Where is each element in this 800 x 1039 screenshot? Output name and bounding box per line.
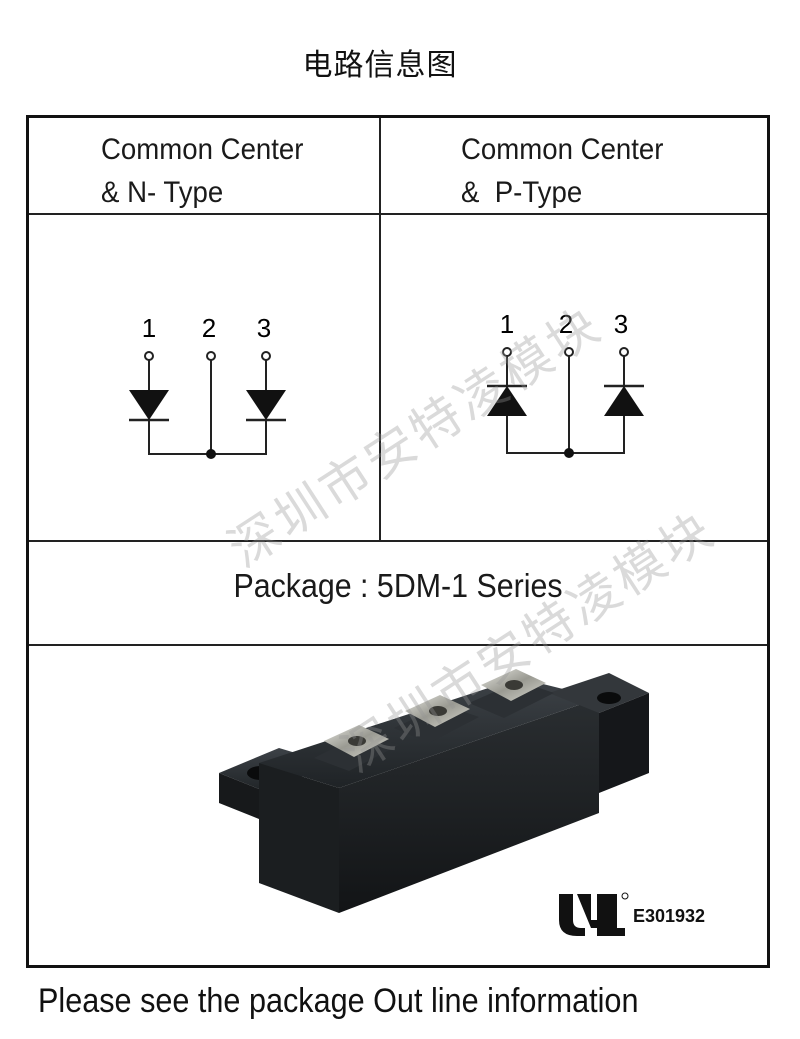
module-product-image <box>219 669 649 913</box>
circuit-info-table: Common Center & N- Type Common Center & … <box>26 115 770 968</box>
p-type-title-line1: Common Center <box>461 133 664 166</box>
pin-label: 1 <box>142 313 156 343</box>
pin-label: 2 <box>202 313 216 343</box>
package-label: Package : 5DM-1 Series <box>233 567 563 604</box>
ul-recognized-mark-icon <box>559 892 629 936</box>
column-divider <box>379 118 381 540</box>
row-divider <box>29 644 767 646</box>
terminal-icon <box>324 725 389 757</box>
n-type-title-line1: Common Center <box>101 133 304 166</box>
row-divider <box>29 540 767 542</box>
certification-code: E301932 <box>633 906 706 926</box>
diode-icon <box>246 390 286 420</box>
pin-label: 3 <box>257 313 271 343</box>
n-type-title-line2: & N- Type <box>101 176 224 209</box>
terminal-icon <box>481 669 546 701</box>
terminal-icon <box>405 695 470 727</box>
p-type-circuit-diagram: 1 2 3 <box>487 309 644 458</box>
n-type-circuit-diagram: 1 2 3 <box>129 313 286 459</box>
pin-label: 1 <box>500 309 514 339</box>
diode-icon <box>604 386 644 416</box>
p-type-title-line2: & P-Type <box>461 176 583 209</box>
pin-label: 2 <box>559 309 573 339</box>
page-title: 电路信息图 <box>302 48 458 83</box>
footer-note: Please see the package Out line informat… <box>38 982 639 1020</box>
pin-label: 3 <box>614 309 628 339</box>
n-type-title: Common Center & N- Type <box>101 128 303 214</box>
diode-icon <box>487 386 527 416</box>
row-divider <box>29 213 767 215</box>
p-type-title: Common Center & P-Type <box>461 128 663 214</box>
diode-icon <box>129 390 169 420</box>
